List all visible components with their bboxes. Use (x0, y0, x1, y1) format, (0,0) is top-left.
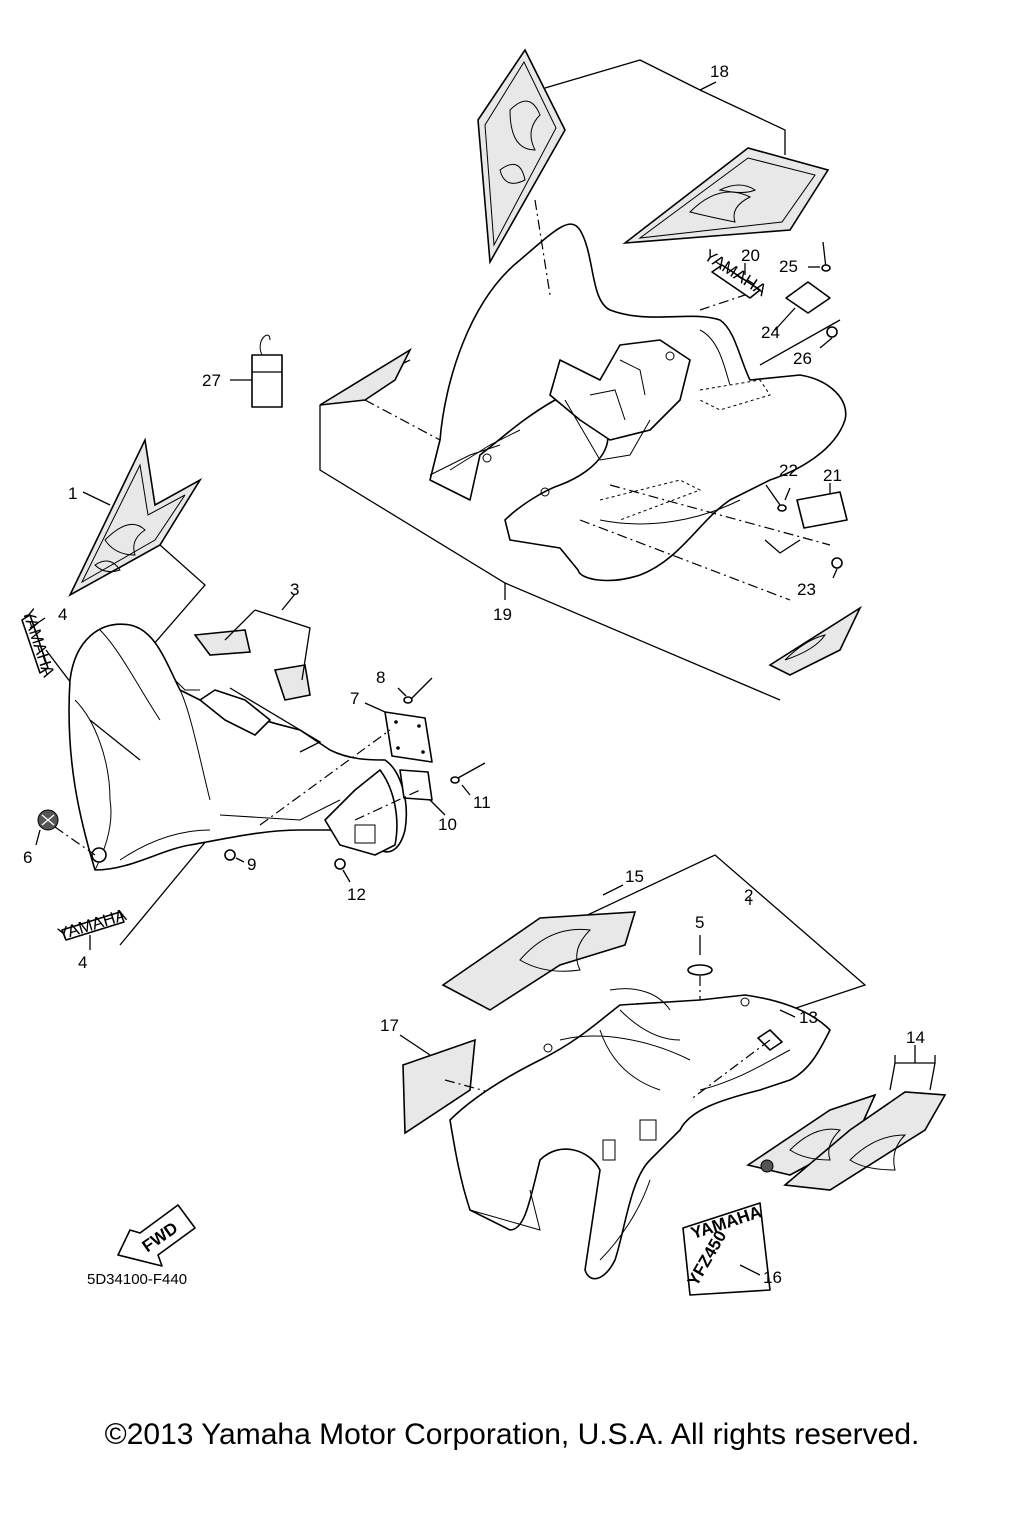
screw-11 (450, 762, 486, 796)
callout-8: 8 (376, 668, 385, 687)
rear-fender-group: YAMAHA (319, 48, 862, 701)
callout-3: 3 (290, 580, 299, 599)
yamaha-decal-20: YAMAHA (701, 246, 771, 301)
plate-10 (399, 769, 446, 816)
callout-14: 14 (906, 1028, 925, 1047)
rear-fender-19 (429, 223, 847, 582)
callout-17: 17 (380, 1016, 399, 1035)
screw-22 (765, 484, 791, 512)
callout-4b: 4 (78, 953, 87, 972)
washer-23 (764, 539, 843, 579)
side-decal-16: YAMAHA YFZ450 (682, 1202, 771, 1296)
plate-24 (774, 281, 831, 331)
plate-7 (364, 702, 433, 763)
svg-text:YAMAHA: YAMAHA (701, 246, 771, 301)
washer-12 (334, 858, 351, 883)
callout-20: 20 (741, 246, 760, 265)
rear-decal-18-left (477, 48, 566, 265)
callout-21: 21 (823, 466, 842, 485)
svg-text:YAMAHA: YAMAHA (55, 905, 129, 944)
plate-21 (796, 483, 848, 529)
callout-23: 23 (797, 580, 816, 599)
copyright-notice: ©2013 Yamaha Motor Corporation, U.S.A. A… (104, 1418, 920, 1451)
callout-16: 16 (763, 1268, 782, 1287)
fwd-arrow-icon: FWD (117, 1204, 196, 1267)
callout-11: 11 (473, 793, 491, 812)
callout-26: 26 (793, 349, 812, 368)
diagram-code: 5D34100-F440 (87, 1271, 188, 1288)
callout-18: 18 (710, 62, 729, 81)
screw-8 (397, 677, 433, 704)
washer-9 (224, 849, 245, 863)
callout-2: 2 (744, 886, 753, 905)
side-decal-15 (441, 884, 637, 1011)
front-fender-body (68, 623, 408, 871)
callout-27: 27 (202, 371, 221, 390)
front-decal-3 (89, 593, 322, 761)
callout-5: 5 (695, 913, 704, 932)
caution-tag-27 (230, 334, 283, 408)
fender-side-decal-left (319, 347, 412, 406)
callout-13: 13 (799, 1008, 818, 1027)
callout-4a: 4 (58, 605, 67, 624)
callout-9: 9 (247, 855, 256, 874)
cap-6 (35, 809, 96, 856)
side-cover-group: YAMAHA YFZ450 (399, 854, 947, 1296)
callout-19: 19 (493, 605, 512, 624)
svg-text:YAMAHA: YAMAHA (18, 606, 58, 680)
callout-1: 1 (68, 484, 77, 503)
callout-labels: 1 2 3 4 4 5 6 7 8 9 10 11 12 13 14 15 16… (23, 62, 925, 1287)
screw-25 (808, 241, 831, 272)
callout-7: 7 (350, 689, 359, 708)
front-decal-1 (68, 437, 203, 597)
fender-side-decal-right (768, 605, 862, 676)
washer-26 (759, 319, 841, 366)
callout-22: 22 (779, 461, 798, 480)
callout-12: 12 (347, 885, 366, 904)
callout-6: 6 (23, 848, 32, 867)
callout-10: 10 (438, 815, 457, 834)
rear-decal-18-right (622, 147, 830, 245)
side-decals-14 (746, 1045, 947, 1191)
emblem-5 (687, 935, 713, 1020)
callout-15: 15 (625, 867, 644, 886)
callout-24: 24 (761, 323, 780, 342)
strip-13 (689, 1009, 796, 1101)
callout-25: 25 (779, 257, 798, 276)
